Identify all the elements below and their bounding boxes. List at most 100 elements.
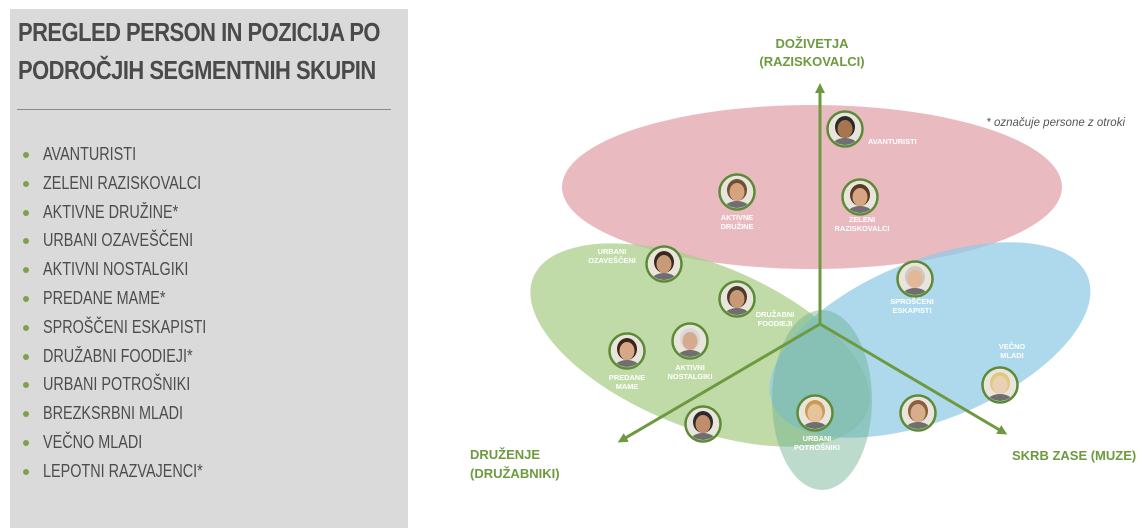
segment-label: PREDANE MAME* xyxy=(43,287,166,308)
segment-label: URBANI POTROŠNIKI xyxy=(43,374,191,395)
page-title: PREGLED PERSON IN POZICIJA PO PODROČJIH … xyxy=(18,14,380,90)
bullet-icon xyxy=(23,411,29,418)
axis-self-care xyxy=(819,322,1008,435)
persona-label: AVANTURISTI xyxy=(868,137,917,146)
segment-list-item: VEČNO MLADI xyxy=(22,428,247,457)
bullet-icon xyxy=(23,209,29,216)
persona-label: ESKAPISTI xyxy=(892,306,931,315)
axes xyxy=(617,83,1008,443)
segment-label: BREZKSRBNI MLADI xyxy=(43,403,184,424)
persona-label: AKTIVNE xyxy=(721,213,754,222)
persona-label: FOODIEJI xyxy=(758,319,793,328)
axis-label-experiences-line-1: DOŽIVETJA xyxy=(776,36,850,51)
axis-label-socializing-line-2: (DRUŽABNIKI) xyxy=(470,466,560,481)
children-note: * označuje persone z otroki xyxy=(986,117,1125,129)
axis-label-self-care: SKRB ZASE (MUZE) xyxy=(1012,448,1136,463)
persona-label: DRUŽABNI xyxy=(756,310,795,319)
persona-avatar-icon xyxy=(896,260,934,298)
segment-list-item: LEPOTNI RAZVAJENCI* xyxy=(22,457,247,486)
segment-list: AVANTURISTI ZELENI RAZISKOVALCI AKTIVNE DR… xyxy=(22,140,247,486)
segment-label: URBANI OZAVEŠČENI xyxy=(43,230,194,251)
bullet-icon xyxy=(23,180,29,187)
persona-label: AKTIVNI xyxy=(675,363,705,372)
bullet-icon xyxy=(23,382,29,389)
persona-label: URBANI xyxy=(598,247,627,256)
axis-socializing xyxy=(617,322,821,443)
segment-list-item: AKTIVNI NOSTALGIKI xyxy=(22,255,247,284)
segment-list-item: ZELENI RAZISKOVALCI xyxy=(22,169,247,198)
persona-avatar-icon xyxy=(718,173,756,211)
bullet-icon xyxy=(23,468,29,475)
segment-label: AVANTURISTI xyxy=(43,144,137,164)
persona-label: VEČNO xyxy=(999,342,1026,351)
segment-label: DRUŽABNI FOODIEJI* xyxy=(43,345,193,366)
axis-label-experiences: DOŽIVETJA (RAZISKOVALCI) xyxy=(759,36,864,69)
zone-ellipses xyxy=(530,105,1091,490)
segment-label: AKTIVNE DRUŽINE* xyxy=(43,201,179,222)
segment-list-item: PREDANE MAME* xyxy=(22,284,247,313)
persona-label: BREZSKRBNI xyxy=(681,445,729,454)
persona-avatar-icon xyxy=(671,322,709,360)
persona-label: OZAVEŠČENI xyxy=(588,256,636,265)
persona-label: DRUŽINE xyxy=(721,222,754,231)
persona-label: MAME xyxy=(616,382,639,391)
persona-label: RAZISKOVALCI xyxy=(835,224,890,233)
persona-avatar-icon xyxy=(841,178,879,216)
title-divider xyxy=(17,109,391,110)
persona-avatar-icon xyxy=(684,405,722,443)
segment-panel xyxy=(10,9,408,528)
bullet-icon xyxy=(23,324,29,331)
axis-label-experiences-line-2: (RAZISKOVALCI) xyxy=(759,54,864,69)
segment-list-item: AVANTURISTI xyxy=(22,140,247,169)
persona-label: ZELENI xyxy=(849,215,875,224)
segment-list-item: URBANI OZAVEŠČENI xyxy=(22,226,247,255)
segment-list-item: AKTIVNE DRUŽINE* xyxy=(22,198,247,227)
persona-label: MLADI xyxy=(693,454,716,463)
persona-avatar-icon xyxy=(645,245,683,283)
bullet-icon xyxy=(23,295,29,302)
segment-label: VEČNO MLADI xyxy=(43,431,143,452)
axis-label-socializing-line-1: DRUŽENJE xyxy=(470,447,540,462)
persona-label: LEPOTNI xyxy=(904,434,936,443)
segment-list-item: DRUŽABNI FOODIEJI* xyxy=(22,342,247,371)
segment-list-item: URBANI POTROŠNIKI xyxy=(22,370,247,399)
bullet-icon xyxy=(23,439,29,446)
axis-label-self-care-line-1: SKRB ZASE (MUZE) xyxy=(1012,448,1136,463)
persona-label: NOSTALGIKI xyxy=(667,372,712,381)
persona-avanturisti: AVANTURISTI xyxy=(826,110,917,148)
bullet-icon xyxy=(23,152,29,158)
persona-label: RAZVAJENCI xyxy=(897,443,944,452)
title-line-2: PODROČJIH SEGMENTNIH SKUPIN xyxy=(18,57,376,85)
zone-explorers xyxy=(562,105,1062,269)
segment-list-item: BREZKSRBNI MLADI xyxy=(22,399,247,428)
persona-label: PREDANE xyxy=(609,373,645,382)
bullet-icon xyxy=(23,238,29,245)
axis-label-socializing: DRUŽENJE (DRUŽABNIKI) xyxy=(470,447,560,481)
segment-label: ZELENI RAZISKOVALCI xyxy=(43,172,202,193)
persona-label: POTROŠNIKI xyxy=(794,443,840,452)
segment-label: SPROŠČENI ESKAPISTI xyxy=(43,316,207,337)
persona-label: SPROŠČENI xyxy=(890,297,934,306)
title-line-1: PREGLED PERSON IN POZICIJA PO xyxy=(18,19,380,47)
persona-avatar-icon xyxy=(608,332,646,370)
persona-avatar-icon xyxy=(718,280,756,318)
persona-label: MLADI xyxy=(1000,351,1023,360)
bullet-icon xyxy=(23,353,29,360)
persona-avatar-icon xyxy=(981,366,1019,404)
segment-label: AKTIVNI NOSTALGIKI xyxy=(43,259,189,280)
persona-avatar-icon xyxy=(796,394,834,432)
bullet-icon xyxy=(23,267,29,274)
